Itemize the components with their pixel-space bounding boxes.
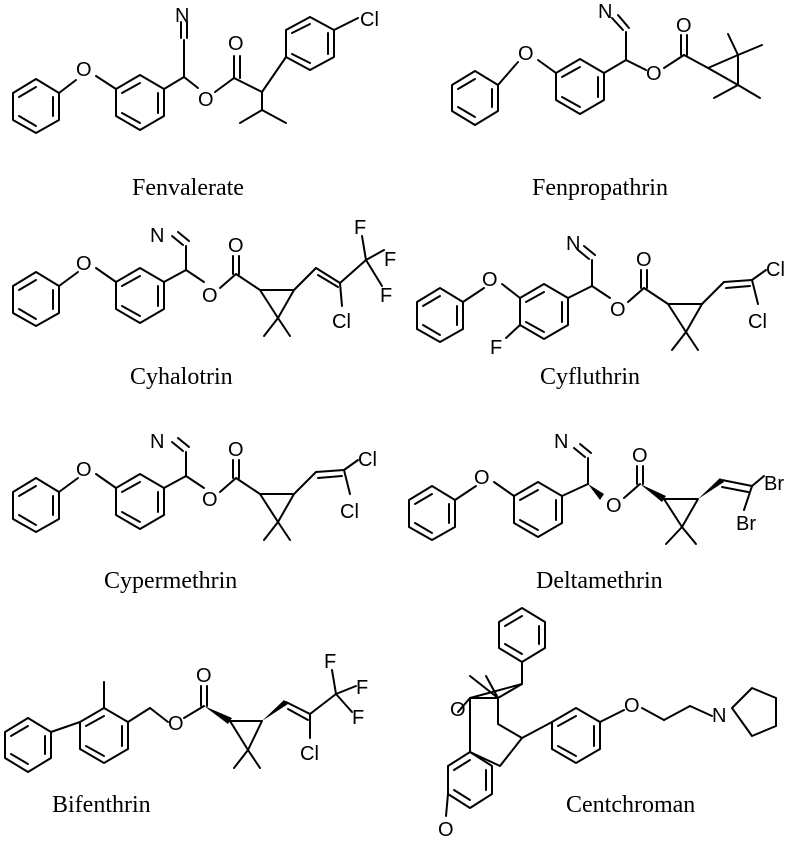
cyhalotrin-label: Cyhalotrin xyxy=(130,364,233,390)
deltamethrin-nitrile-nitrogen: N xyxy=(554,431,568,453)
fenpropathrin-structure: O N O O Fenpropathrin xyxy=(451,1,763,201)
cyhalotrin-fluorine-3: F xyxy=(380,285,392,307)
cypermethrin-structure: O N O O Cl Cl Cypermethrin xyxy=(12,431,377,594)
fenvalerate-chlorine: Cl xyxy=(360,9,379,31)
cypermethrin-chlorine-2: Cl xyxy=(340,501,359,523)
deltamethrin-ether-oxygen: O xyxy=(474,467,490,489)
centchroman-ring-oxygen: O xyxy=(450,699,466,721)
centchroman-label: Centchroman xyxy=(566,792,695,818)
cyhalotrin-fluorine-1: F xyxy=(354,217,366,239)
deltamethrin-ester-oxygen: O xyxy=(606,495,622,517)
bifenthrin-fluorine-2: F xyxy=(356,677,368,699)
cyfluthrin-chlorine-1: Cl xyxy=(766,259,785,281)
bifenthrin-label: Bifenthrin xyxy=(52,792,151,818)
deltamethrin-carbonyl-oxygen: O xyxy=(632,445,648,467)
bifenthrin-fluorine-3: F xyxy=(352,707,364,729)
cyfluthrin-structure: O F N O O Cl Cl Cyfluthrin xyxy=(416,233,785,390)
fenvalerate-structure: O N O O Cl Fenvalerate xyxy=(12,5,379,201)
cypermethrin-carbonyl-oxygen: O xyxy=(228,439,244,461)
cyfluthrin-label: Cyfluthrin xyxy=(540,364,640,390)
bifenthrin-structure: O O Cl F F F Bifenthrin xyxy=(4,651,368,818)
deltamethrin-label: Deltamethrin xyxy=(536,568,663,594)
bifenthrin-fluorine-1: F xyxy=(324,651,336,673)
centchroman-pyrrolidine-nitrogen: N xyxy=(712,705,726,727)
cyhalotrin-nitrile-nitrogen: N xyxy=(150,225,164,247)
cypermethrin-ester-oxygen: O xyxy=(202,489,218,511)
cyfluthrin-chlorine-2: Cl xyxy=(748,311,767,333)
cyhalotrin-chlorine: Cl xyxy=(332,311,351,333)
fenpropathrin-carbonyl-oxygen: O xyxy=(676,15,692,37)
fenvalerate-carbonyl-oxygen: O xyxy=(228,33,244,55)
fenpropathrin-label: Fenpropathrin xyxy=(532,175,668,201)
deltamethrin-bromine-2: Br xyxy=(736,513,756,535)
bifenthrin-chlorine: Cl xyxy=(300,743,319,765)
bifenthrin-carbonyl-oxygen: O xyxy=(196,665,212,687)
cypermethrin-ether-oxygen: O xyxy=(76,459,92,481)
cyhalotrin-ether-oxygen: O xyxy=(76,253,92,275)
deltamethrin-structure: O N O O Br Br Deltamethrin xyxy=(408,431,784,594)
fenpropathrin-ether-oxygen: O xyxy=(518,43,534,65)
cyfluthrin-fluorine: F xyxy=(490,337,502,359)
cyfluthrin-nitrile-nitrogen: N xyxy=(566,233,580,255)
fenpropathrin-nitrile-nitrogen: N xyxy=(598,1,612,23)
fenvalerate-ester-oxygen: O xyxy=(198,89,214,111)
centchroman-methoxy-oxygen: O xyxy=(438,819,454,841)
cypermethrin-label: Cypermethrin xyxy=(104,568,237,594)
bifenthrin-ester-oxygen: O xyxy=(168,713,184,735)
centchroman-ether-oxygen: O xyxy=(624,695,640,717)
cyfluthrin-ether-oxygen: O xyxy=(482,269,498,291)
cypermethrin-chlorine-1: Cl xyxy=(358,449,377,471)
cyfluthrin-carbonyl-oxygen: O xyxy=(636,249,652,271)
cypermethrin-nitrile-nitrogen: N xyxy=(150,431,164,453)
fenvalerate-ether-oxygen: O xyxy=(76,59,92,81)
deltamethrin-bromine-1: Br xyxy=(764,473,784,495)
cyhalotrin-ester-oxygen: O xyxy=(202,285,218,307)
fenpropathrin-ester-oxygen: O xyxy=(646,63,662,85)
cyhalotrin-fluorine-2: F xyxy=(384,249,396,271)
cyhalotrin-carbonyl-oxygen: O xyxy=(228,235,244,257)
cyhalotrin-structure: O N O O Cl F F F Cyhalotrin xyxy=(12,217,396,390)
cyfluthrin-ester-oxygen: O xyxy=(610,299,626,321)
centchroman-structure: O O O N Centchroman xyxy=(438,607,777,841)
fenvalerate-label: Fenvalerate xyxy=(132,175,244,201)
fenvalerate-nitrile-nitrogen: N xyxy=(175,5,189,27)
